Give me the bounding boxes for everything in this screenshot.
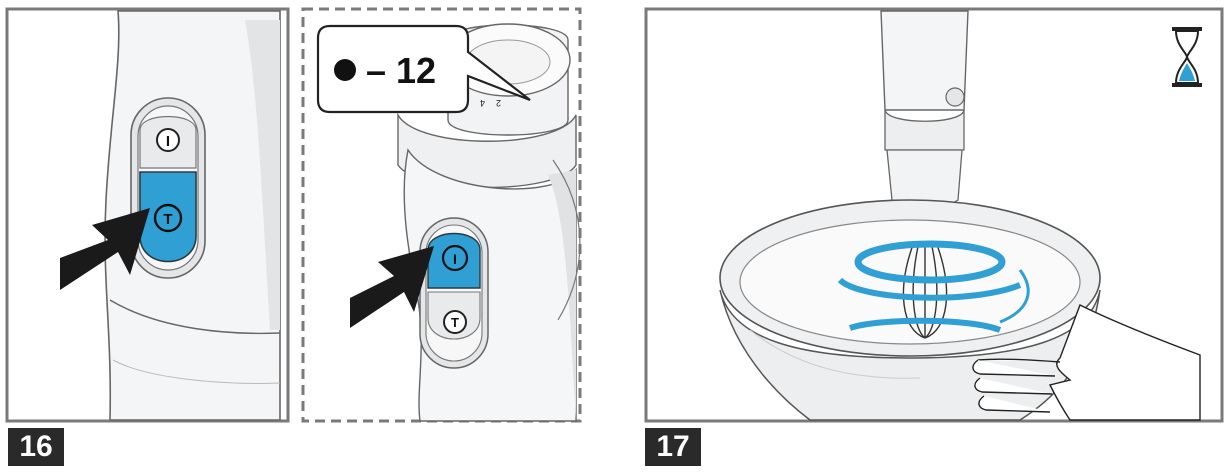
press-arrow-icon — [350, 246, 434, 328]
step-16-panel: I T — [5, 7, 290, 423]
on-button-detail-label: I — [453, 251, 457, 267]
hourglass-icon — [1172, 27, 1202, 87]
callout-speed-text: – 12 — [366, 50, 436, 91]
turbo-button-detail-label: T — [451, 315, 459, 330]
step-17-panel — [644, 7, 1224, 423]
press-arrow-icon — [60, 208, 150, 290]
turbo-button-label: T — [163, 211, 172, 228]
speed-dot — [334, 59, 356, 81]
turbo-button-detail: T — [427, 291, 481, 340]
turbo-button: T — [139, 171, 197, 263]
mixing-bowl — [719, 199, 1101, 421]
step-number-16: 16 — [8, 428, 64, 466]
step-number-17: 17 — [645, 428, 701, 466]
whisking-motion-indicator — [837, 240, 1030, 333]
on-button: I — [139, 115, 197, 169]
on-button-label: I — [166, 133, 170, 150]
on-button-detail: I — [427, 232, 481, 289]
dial-mark-2: 2 — [496, 98, 501, 108]
step-16-detail-panel: 4 2 I T – 12 — [301, 7, 582, 423]
hand-holding-bowl — [972, 304, 1201, 421]
speed-callout: – 12 — [316, 24, 531, 114]
dial-mark-4: 4 — [480, 98, 485, 108]
